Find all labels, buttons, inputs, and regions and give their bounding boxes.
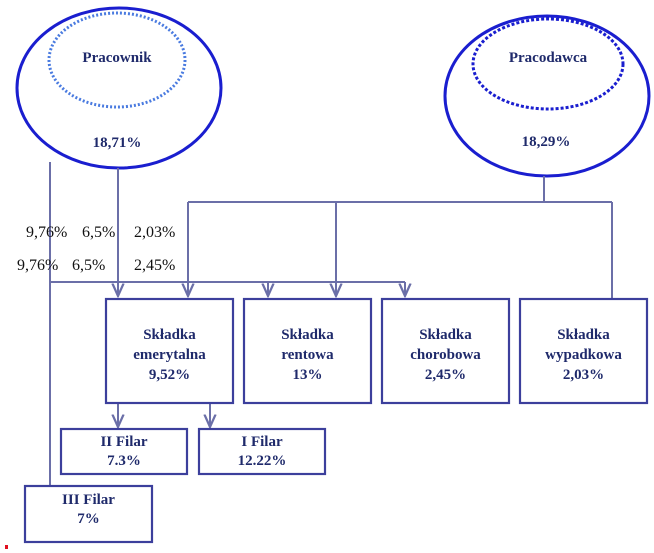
rate-row2-rentowa: 6,5%: [72, 257, 106, 274]
pracownik-label: Pracownik: [82, 50, 152, 66]
chorobowa-text: Składka chorobowa 2,45%: [382, 325, 509, 385]
emerytalna-percent: 9,52%: [148, 367, 191, 383]
filar3-box: [23, 484, 154, 544]
pracodawca-ellipse: [443, 14, 651, 178]
filar3-percent: 7%: [77, 511, 100, 527]
rate-row2-chorobowa: 2,45%: [134, 257, 176, 274]
filar1-percent: 12.22%: [237, 453, 287, 469]
filar3-title: III Filar: [62, 492, 115, 508]
emerytalna-title: Składka: [143, 327, 196, 343]
rate-row2-emerytalna: 9,76%: [17, 257, 59, 274]
wypadkowa-percent: 2,03%: [562, 367, 605, 383]
wypadkowa-title: Składka: [557, 327, 610, 343]
rentowa-subtitle: rentowa: [281, 347, 334, 363]
filar1-text: I Filar 12.22%: [199, 433, 325, 471]
filar2-text: II Filar 7.3%: [61, 433, 187, 471]
filar2-box: [59, 427, 189, 476]
chorobowa-subtitle: chorobowa: [410, 347, 481, 363]
pracodawca-percent: 18,29%: [521, 134, 571, 150]
rentowa-box: [242, 297, 373, 405]
chorobowa-box: [380, 297, 511, 405]
pracodawca-label: Pracodawca: [508, 50, 588, 66]
rate-row1-wypadkowa: 2,03%: [134, 224, 176, 241]
pracownik-inner-ellipse: [47, 11, 187, 109]
chorobowa-title: Składka: [419, 327, 472, 343]
chorobowa-percent: 2,45%: [424, 367, 467, 383]
rentowa-title: Składka: [281, 327, 334, 343]
filar2-title: II Filar: [100, 434, 148, 450]
filar3-text: III Filar 7%: [25, 491, 152, 529]
wypadkowa-box: [518, 297, 649, 405]
rate-row1-emerytalna: 9,76%: [26, 224, 68, 241]
filar2-percent: 7.3%: [107, 453, 141, 469]
filar1-box: [197, 427, 327, 476]
emerytalna-text: Składka emerytalna 9,52%: [106, 325, 233, 385]
rentowa-text: Składka rentowa 13%: [244, 325, 371, 385]
wypadkowa-text: Składka wypadkowa 2,03%: [520, 325, 647, 385]
pracodawca-inner-ellipse: [471, 17, 625, 111]
emerytalna-subtitle: emerytalna: [133, 347, 206, 363]
emerytalna-box: [104, 297, 235, 405]
rate-row1-rentowa: 6,5%: [82, 224, 116, 241]
red-dot-mark: [5, 545, 8, 549]
wypadkowa-subtitle: wypadkowa: [545, 347, 622, 363]
pracownik-percent: 18,71%: [92, 135, 142, 151]
filar1-title: I Filar: [241, 434, 283, 450]
rentowa-percent: 13%: [292, 367, 323, 383]
